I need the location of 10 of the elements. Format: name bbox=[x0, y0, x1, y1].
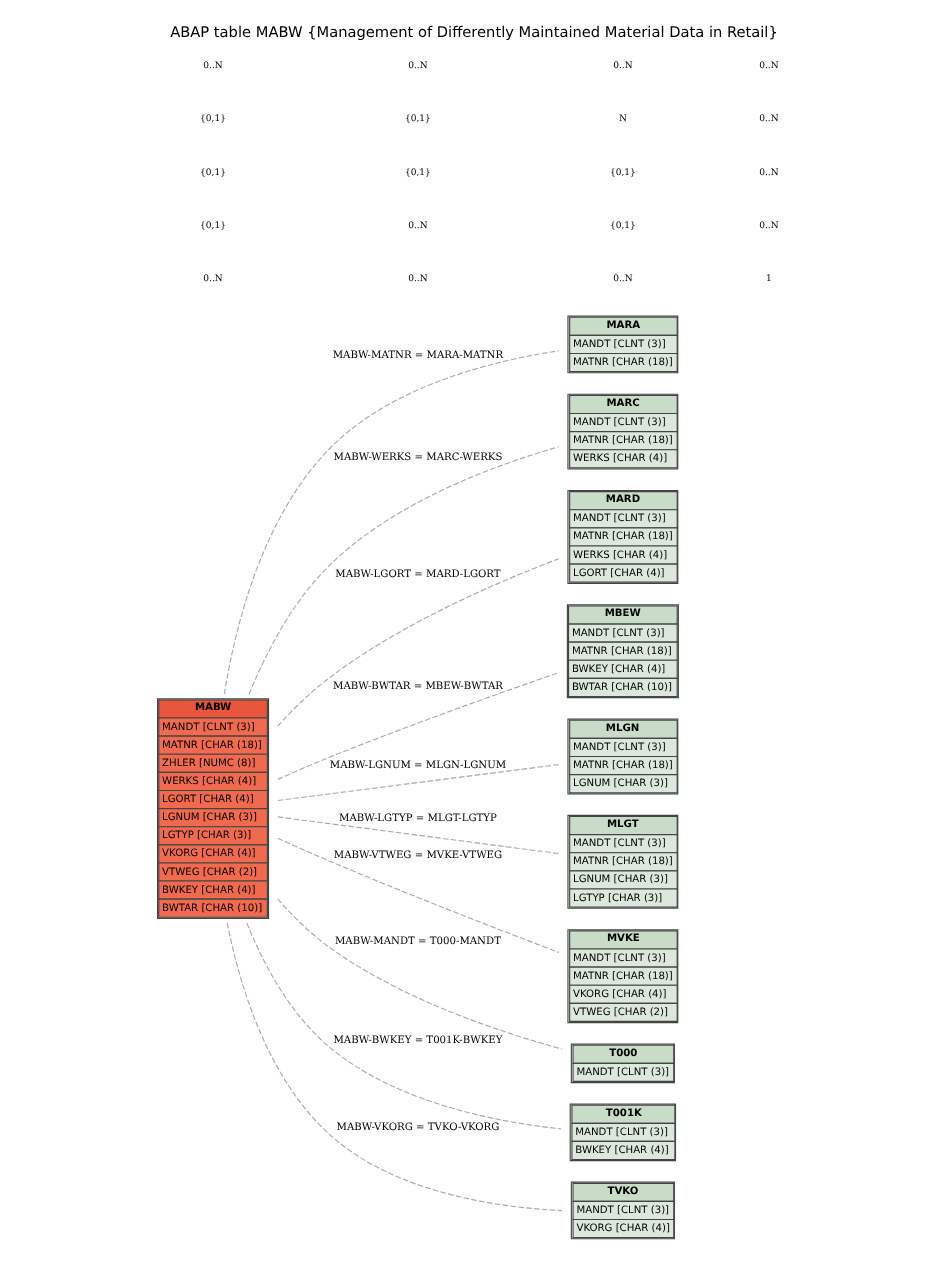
connector bbox=[223, 350, 560, 695]
connector bbox=[277, 816, 560, 855]
connector bbox=[277, 672, 559, 780]
connector bbox=[277, 764, 560, 802]
connector bbox=[248, 446, 560, 695]
connector bbox=[277, 558, 560, 727]
connector bbox=[277, 837, 560, 953]
connector bbox=[277, 898, 563, 1050]
connector bbox=[226, 922, 563, 1212]
connector bbox=[246, 922, 562, 1130]
